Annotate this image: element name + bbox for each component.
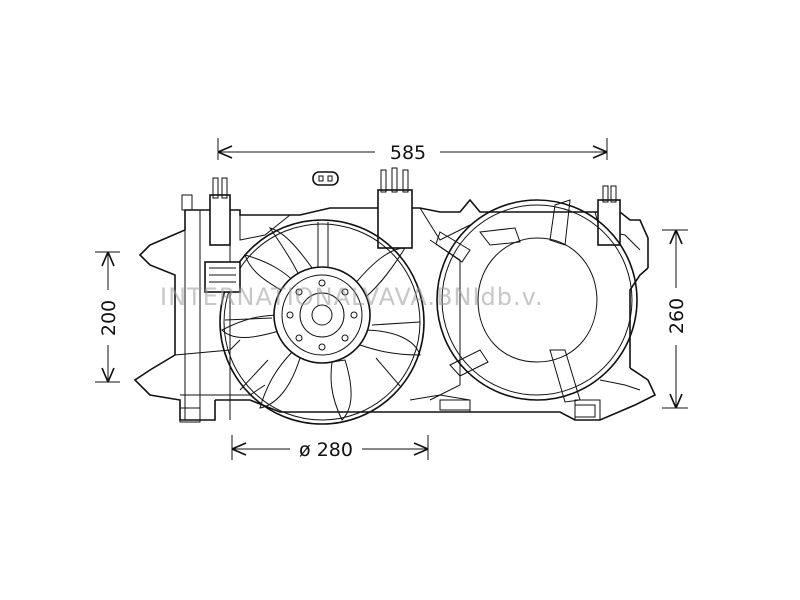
right-height-dimension-label: 260 — [666, 298, 688, 334]
left-fan — [204, 219, 425, 425]
right-fan — [435, 199, 638, 403]
watermark-text: INTERNATIONALVAVA.BNIdb.v. — [160, 283, 544, 311]
dimension-left-height — [95, 251, 120, 383]
width-dimension-label: 585 — [390, 142, 426, 164]
fan-diameter-dimension-label: ø 280 — [299, 439, 353, 461]
dimension-width — [217, 138, 608, 160]
connector-icon — [312, 171, 339, 186]
dimension-fan-diameter — [231, 435, 429, 460]
left-height-dimension-label: 200 — [98, 300, 120, 336]
dimension-right-height — [662, 229, 688, 409]
top-connectors — [181, 167, 621, 249]
